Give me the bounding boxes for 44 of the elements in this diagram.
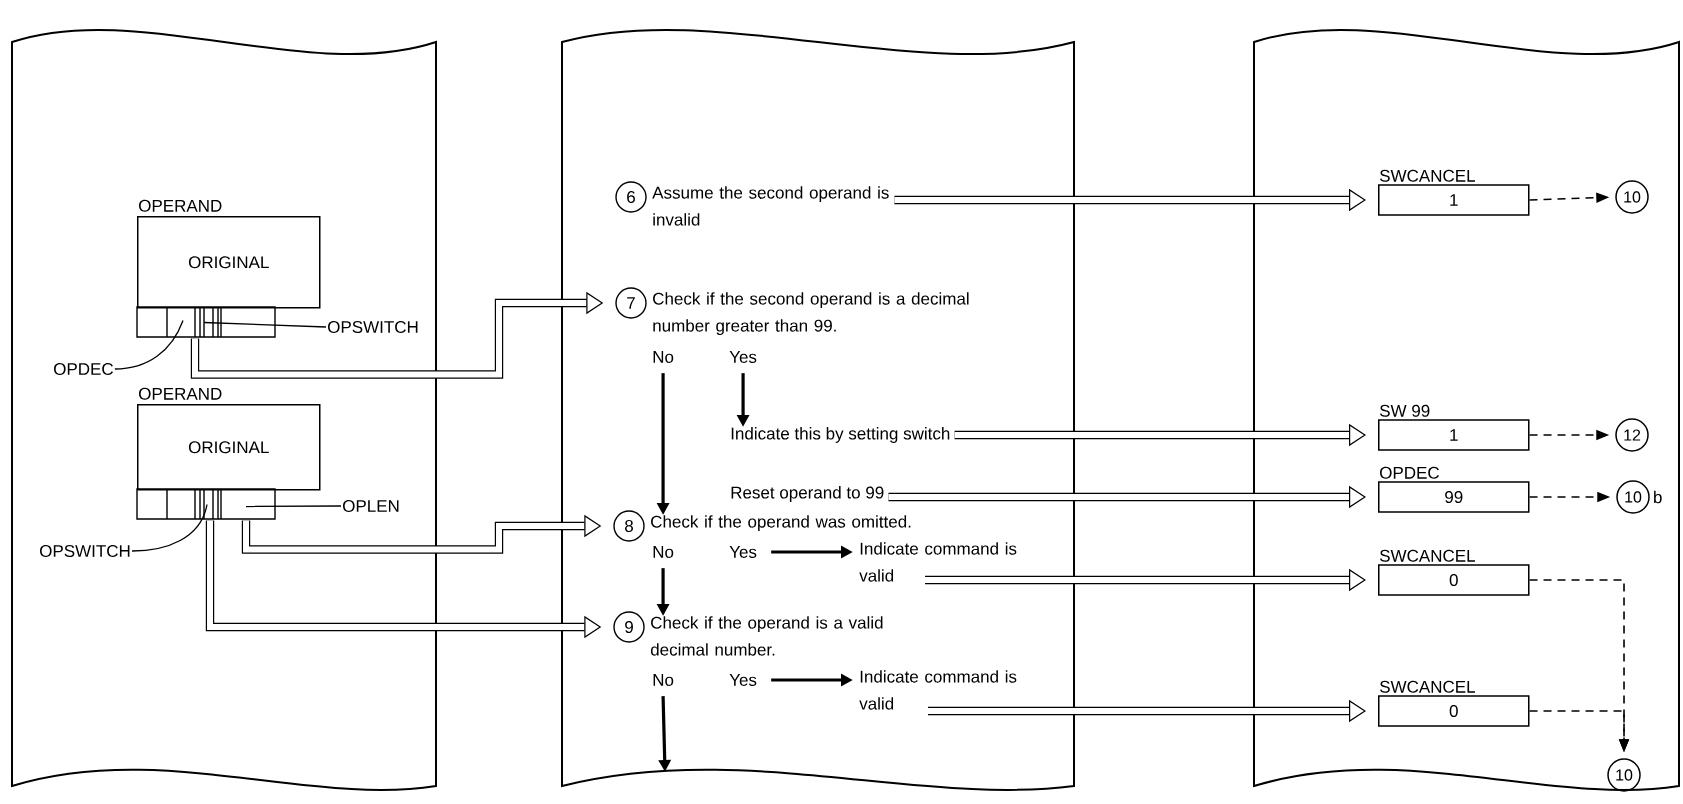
action-text: Yes (729, 674, 757, 686)
field-name: OPDEC (1380, 466, 1440, 479)
record-name: OPERAND (139, 199, 222, 212)
action-text: Yes (729, 351, 757, 363)
page-panel (1253, 29, 1680, 791)
step-number: 7 (615, 287, 647, 319)
field-box: 1 (1378, 419, 1530, 451)
field-label: OPDEC (54, 363, 113, 376)
leader-line (245, 505, 342, 508)
leader-line (114, 319, 184, 370)
field-label: OPSWITCH (40, 545, 130, 558)
record-name: OPERAND (139, 387, 222, 400)
step-number: 8 (613, 510, 645, 542)
field-name: SW 99 (1380, 404, 1430, 417)
field-name: SWCANCEL (1380, 549, 1475, 562)
leader-line (131, 503, 208, 552)
field-name: SWCANCEL (1380, 680, 1475, 693)
field-box: 0 (1378, 564, 1530, 596)
field-name: SWCANCEL (1380, 169, 1475, 182)
action-text: Indicate command is valid (859, 542, 1017, 582)
step-text: Check if the second operand is a decimal number greater than 99. (653, 292, 969, 336)
action-text: Indicate this by setting switch (731, 427, 950, 443)
field-label: OPSWITCH (328, 321, 418, 334)
step-text: Assume the second operand is invalid (652, 186, 889, 226)
record-box: ORIGINAL (136, 216, 321, 338)
action-text: Indicate command is valid (859, 670, 1017, 710)
side-label: b (1654, 490, 1662, 504)
page-panel (561, 29, 1075, 791)
step-text: Check if the operand is a valid decimal number. (650, 616, 883, 656)
step-number: 9 (613, 611, 645, 643)
action-text: Yes (729, 546, 757, 558)
page-panel (11, 29, 437, 791)
field-box: 99 (1378, 481, 1530, 513)
record-box: ORIGINAL (136, 404, 321, 520)
field-box: 1 (1378, 184, 1530, 216)
step-text: Check if the operand was omitted. (651, 515, 911, 532)
action-text: Reset operand to 99 (731, 486, 884, 502)
action-text: No (653, 546, 674, 558)
action-text: No (653, 351, 674, 363)
leader-line (203, 321, 327, 328)
action-text: No (653, 674, 674, 686)
step-number: 6 (615, 181, 647, 213)
field-label: OPLEN (343, 500, 399, 513)
field-box: 0 (1378, 695, 1530, 727)
